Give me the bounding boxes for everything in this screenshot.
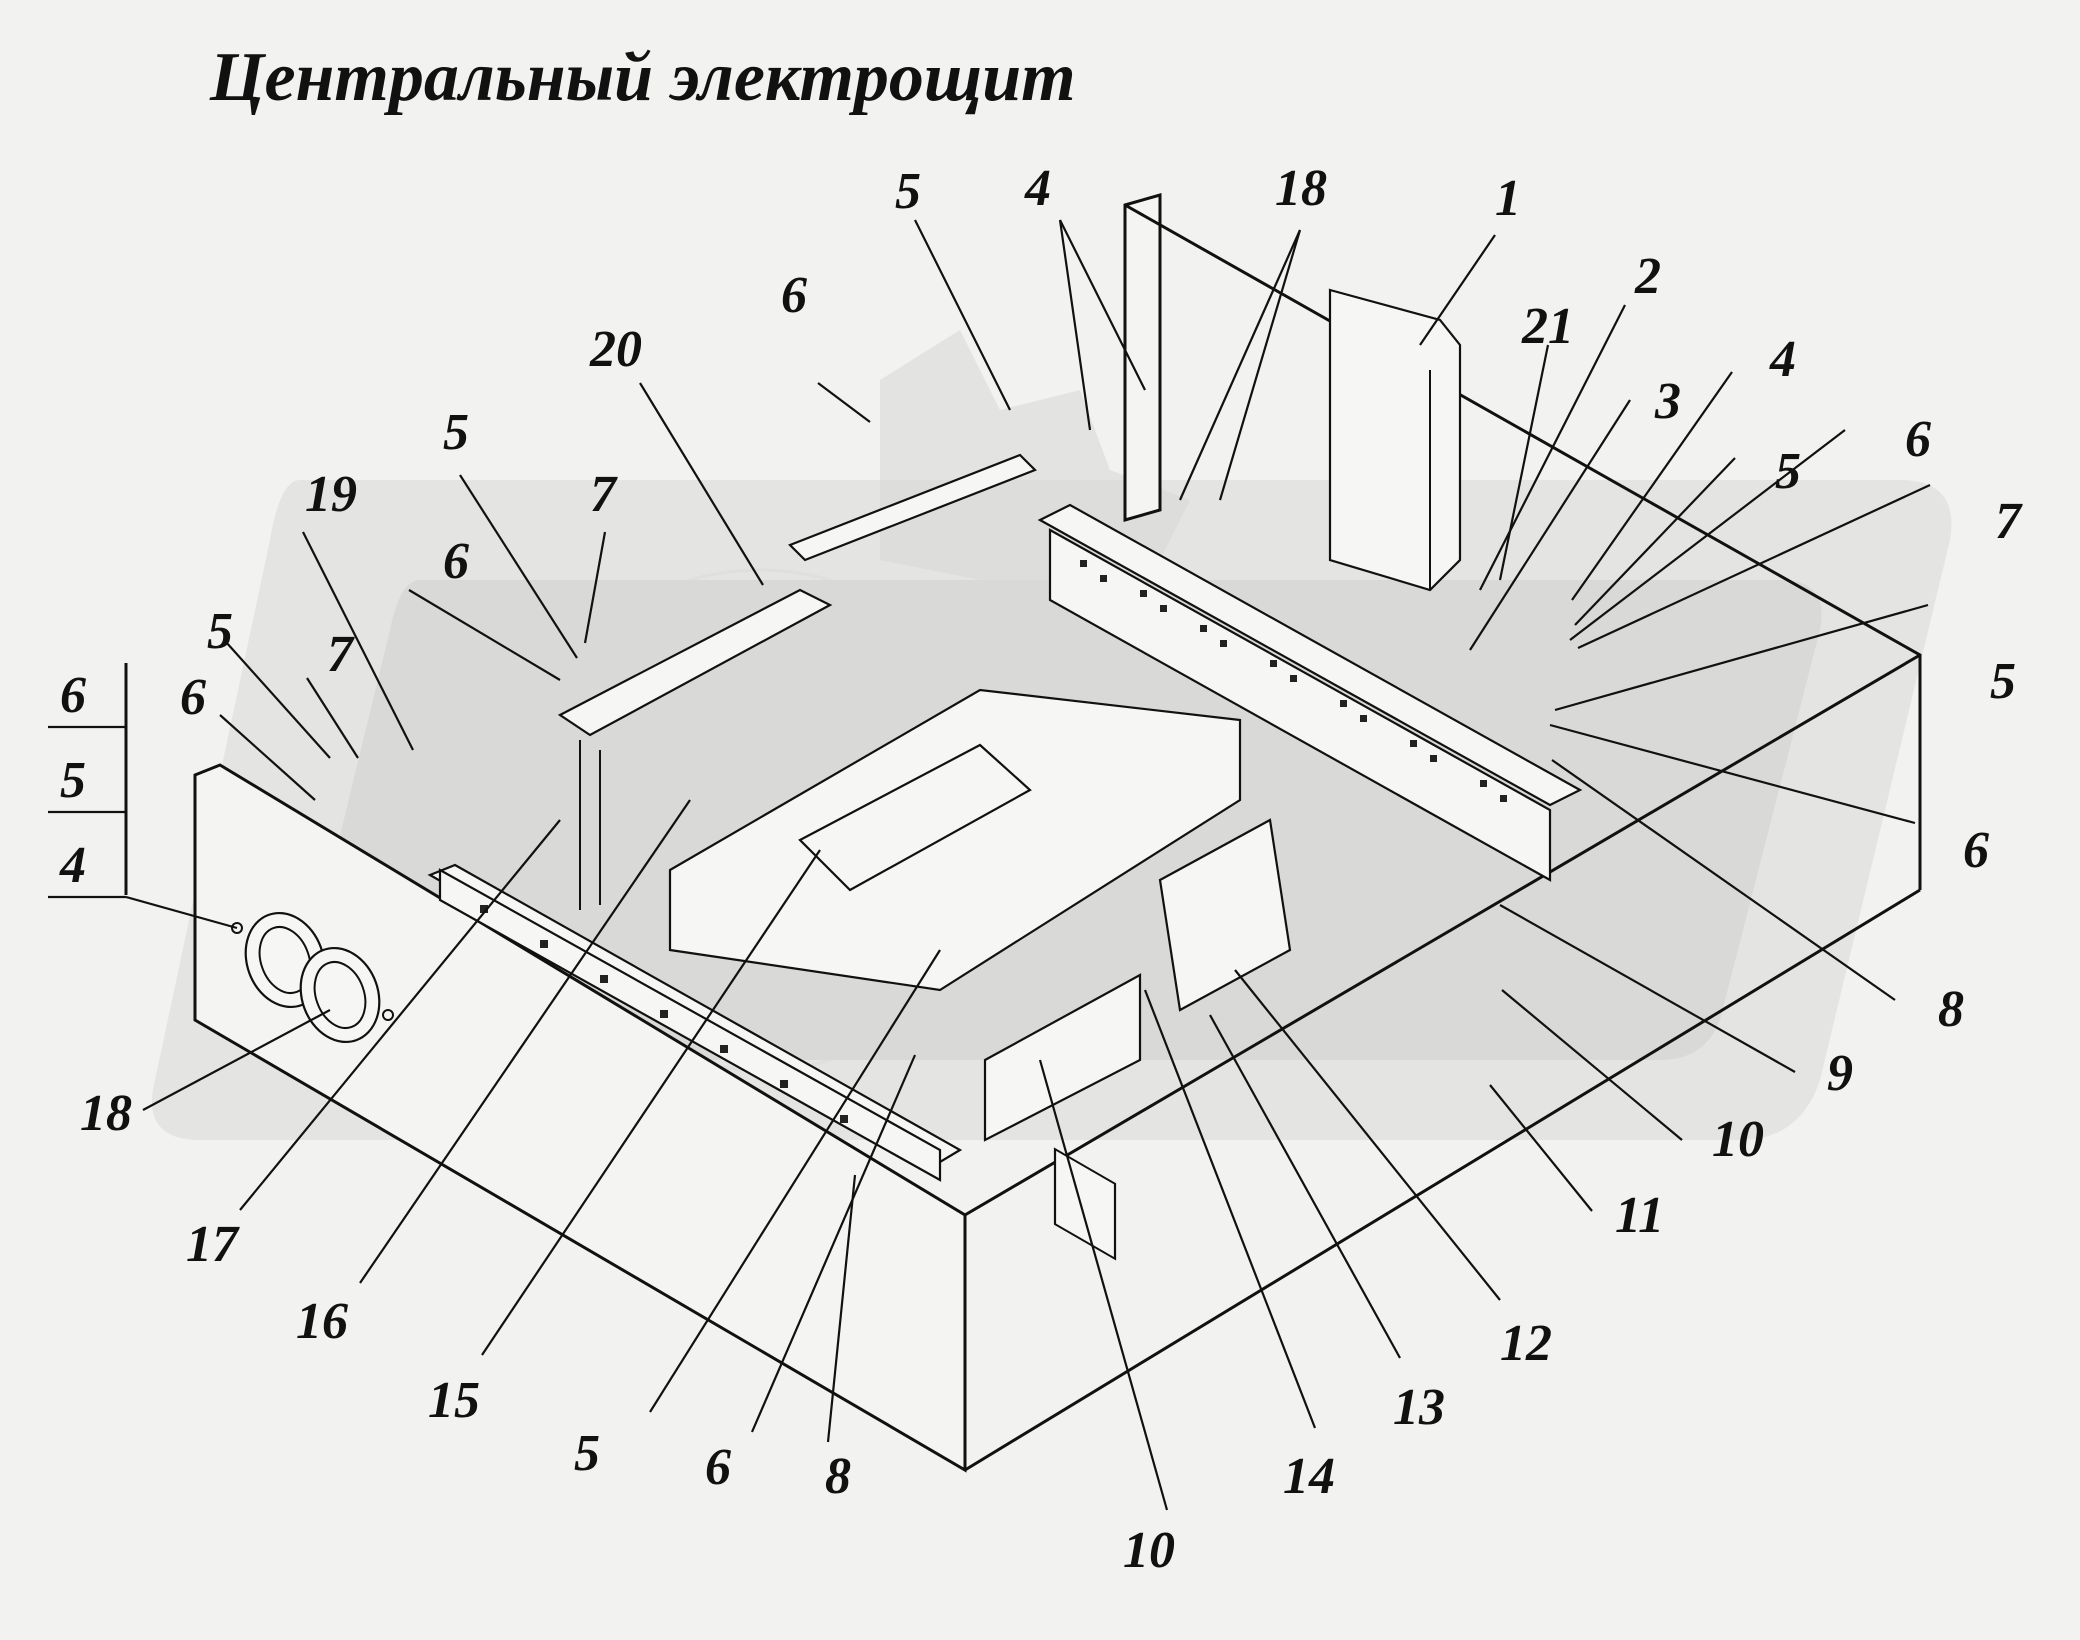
leader-lines bbox=[48, 219, 1931, 1511]
callout-label: 5 bbox=[574, 1425, 600, 1482]
callout-label: 1 bbox=[1495, 170, 1521, 227]
callout-label: 8 bbox=[1938, 981, 1964, 1038]
callout-label: 5 bbox=[207, 603, 233, 660]
callout-label: 21 bbox=[1521, 298, 1574, 355]
relay-box bbox=[1328, 288, 1462, 592]
callout-label: 7 bbox=[590, 466, 618, 523]
legend-stack: 6 5 4 bbox=[59, 667, 86, 894]
callout-label: 9 bbox=[1827, 1045, 1853, 1102]
callout-label: 16 bbox=[296, 1293, 348, 1350]
callout-labels: 5 4 18 1 2 21 3 4 5 6 7 5 6 8 9 10 11 12… bbox=[80, 160, 2023, 1579]
callout-label: 5 bbox=[443, 404, 469, 461]
legend-stack-item: 5 bbox=[60, 752, 86, 809]
callout-label: 6 bbox=[1963, 822, 1989, 879]
central-block bbox=[668, 688, 1242, 992]
callout-label: 6 bbox=[781, 267, 807, 324]
callout-label: 18 bbox=[1275, 160, 1327, 217]
callout-label: 4 bbox=[1024, 160, 1051, 217]
callout-label: 6 bbox=[705, 1439, 731, 1496]
callout-label: 8 bbox=[825, 1448, 851, 1505]
callout-label: 4 bbox=[1769, 331, 1796, 388]
callout-label: 5 bbox=[1775, 443, 1801, 500]
callout-label: 18 bbox=[80, 1085, 132, 1142]
back-wall-edge bbox=[1123, 193, 1162, 522]
callout-label: 10 bbox=[1712, 1111, 1764, 1168]
callout-label: 5 bbox=[895, 163, 921, 220]
callout-label: 2 bbox=[1634, 248, 1661, 305]
callout-label: 20 bbox=[589, 321, 642, 378]
terminal-rail-front bbox=[427, 863, 963, 1182]
callout-label: 13 bbox=[1393, 1379, 1445, 1436]
callout-label: 6 bbox=[1905, 411, 1931, 468]
terminal-rail-back bbox=[1037, 503, 1583, 1261]
callout-label: 6 bbox=[180, 669, 206, 726]
callout-label: 19 bbox=[305, 466, 357, 523]
comb-bus bbox=[557, 453, 1037, 910]
callout-label: 17 bbox=[186, 1216, 240, 1273]
legend-stack-item: 4 bbox=[59, 837, 86, 894]
legend-stack-item: 6 bbox=[60, 667, 86, 724]
callout-label: 15 bbox=[428, 1372, 480, 1429]
callout-label: 7 bbox=[1995, 493, 2023, 550]
callout-label: 7 bbox=[327, 626, 355, 683]
right-bottom-edge bbox=[964, 888, 1921, 1472]
callout-label: 3 bbox=[1654, 373, 1681, 430]
callout-label: 14 bbox=[1283, 1448, 1335, 1505]
terminal-blocks-back bbox=[1053, 1147, 1117, 1261]
grommet-2 bbox=[299, 946, 381, 1044]
diagram-title: Центральный электрощит bbox=[209, 39, 1076, 116]
callout-label: 6 bbox=[443, 533, 469, 590]
callout-label: 5 bbox=[1990, 653, 2016, 710]
enclosure bbox=[193, 193, 1922, 1473]
callout-label: 10 bbox=[1123, 1522, 1175, 1579]
callout-label: 12 bbox=[1500, 1315, 1552, 1372]
relay-group-front bbox=[983, 818, 1292, 1142]
callout-label: 11 bbox=[1615, 1187, 1664, 1244]
